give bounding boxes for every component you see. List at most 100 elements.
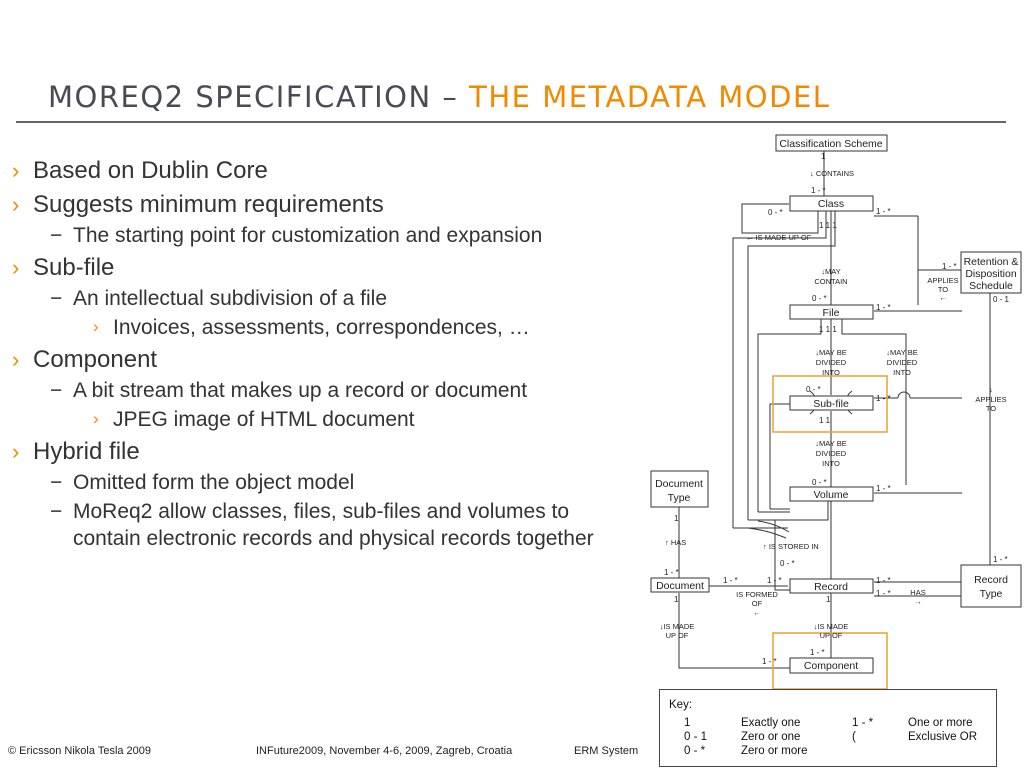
card-ret-left: 1 - * xyxy=(942,262,957,271)
box-labels: Classification Scheme Class File Sub-fil… xyxy=(655,138,1018,672)
bullet-sub-file: › Sub-file −An intellectual subdivision o… xyxy=(12,253,612,341)
sub-bullet-marker: − xyxy=(50,287,63,310)
sub-bullet-text: A bit stream that makes up a record or d… xyxy=(73,379,528,402)
sub-bullet-text: The starting point for customization and… xyxy=(73,224,543,247)
card-vol-top: 0 - * xyxy=(812,478,827,487)
sub-bullet-bit-stream: −A bit stream that makes up a record or … xyxy=(33,377,612,433)
sub-bullet-subdivision: −An intellectual subdivision of a file ›… xyxy=(33,285,612,341)
sub-sub-bullet-text: JPEG image of HTML document xyxy=(113,408,415,431)
card-sub-bottom: 1 1 xyxy=(819,416,831,425)
sub-bullet-text: Omitted form the object model xyxy=(73,471,355,494)
card-vol-right: 1 - * xyxy=(876,484,891,493)
sub-sub-bullet-invoices: ›Invoices, assessments, correspondences,… xyxy=(73,314,612,341)
card-comp-left: 1 - * xyxy=(762,657,777,666)
card-rec-right-b: 1 - * xyxy=(876,589,891,598)
rel-divided-1-l1: ↓MAY BE xyxy=(815,348,846,357)
sub-bullet-starting-point: −The starting point for customization an… xyxy=(33,222,612,249)
box-document-type-l2: Type xyxy=(668,492,691,504)
key-symbol-exactly-one: 1 xyxy=(684,717,691,729)
key-heading: Key: xyxy=(669,699,693,711)
bullet-text: Sub-file xyxy=(33,254,115,281)
rel-is-formed-of-l1: IS FORMED xyxy=(736,590,778,599)
card-rec-right-a: 1 - * xyxy=(876,576,891,585)
rel-made-up-rec-l2: UP OF xyxy=(820,631,843,640)
cardinality-labels: 1 1 - * 0 - * 1 - * 1 1 1 0 - * 1 - * 1 … xyxy=(664,152,1010,666)
footer-event: INFuture2009, November 4-6, 2009, Zagreb… xyxy=(256,745,513,757)
rel-applies-1-l1: APPLIES xyxy=(927,276,958,285)
rel-has-1: ↑ HAS xyxy=(665,538,686,547)
sub-bullet-marker: − xyxy=(50,471,63,494)
key-symbol-one-or-more: 1 - * xyxy=(852,717,874,729)
card-comp-top: 1 - * xyxy=(810,648,825,657)
card-file-right: 1 - * xyxy=(876,303,891,312)
bullet-text: Based on Dublin Core xyxy=(33,157,268,184)
card-class-left: 0 - * xyxy=(768,208,783,217)
title-main: MOREQ2 SPECIFICATION – xyxy=(48,80,470,114)
bullet-marker: › xyxy=(12,158,20,183)
footer-section: ERM System xyxy=(574,745,639,757)
key-symbol-zero-or-more: 0 - * xyxy=(684,745,706,757)
box-record-type-l1: Record xyxy=(974,574,1008,586)
box-component: Component xyxy=(804,660,858,672)
sub-sub-bullet-marker: › xyxy=(93,409,99,428)
diagram-boxes xyxy=(650,134,1022,674)
key-desc-zero-or-one: Zero or one xyxy=(741,731,801,743)
footer-copyright: © Ericsson Nikola Tesla 2009 xyxy=(8,745,152,757)
rel-may-contain-l2: CONTAIN xyxy=(814,277,847,286)
card-doc-bottom: 1 xyxy=(674,595,679,604)
box-volume: Volume xyxy=(813,489,848,501)
rel-is-formed-of-l3: ← xyxy=(753,608,761,617)
key-desc-exclusive-or: Exclusive OR xyxy=(908,731,978,743)
bullet-text: Suggests minimum requirements xyxy=(33,191,384,218)
sub-sub-bullet-text: Invoices, assessments, correspondences, … xyxy=(113,316,530,339)
sub-bullet-marker: − xyxy=(50,379,63,402)
key-desc-zero-or-more: Zero or more xyxy=(741,745,808,757)
connector-lines xyxy=(678,151,991,669)
sub-bullet-marker: − xyxy=(50,500,63,523)
sub-bullet-marker: − xyxy=(50,224,63,247)
box-sub-file: Sub-file xyxy=(813,398,849,410)
rel-made-up-doc-l2: UP OF xyxy=(666,631,689,640)
box-document-type-l1: Document xyxy=(655,478,703,490)
card-cs-1: 1 xyxy=(821,152,826,161)
rel-divided-2-l1: ↓MAY BE xyxy=(886,348,917,357)
rel-is-stored-in: ↑ IS STORED IN xyxy=(763,542,819,551)
card-doc-top: 1 - * xyxy=(664,568,679,577)
box-record: Record xyxy=(814,581,848,593)
sub-bullet-moreq2-allow: −MoReq2 allow classes, files, sub-files … xyxy=(33,498,612,552)
rel-has-2-l1: HAS xyxy=(910,588,925,597)
metadata-model-diagram: Classification Scheme Class File Sub-fil… xyxy=(650,134,1022,690)
box-retention-l3: Schedule xyxy=(969,280,1013,292)
bullet-list: ›Based on Dublin Core ›Suggests minimum … xyxy=(12,152,612,552)
box-file: File xyxy=(823,307,840,319)
rel-applies-2-l3: TO xyxy=(986,404,996,413)
bullet-minimum-requirements: ›Suggests minimum requirements −The star… xyxy=(12,190,612,249)
rel-applies-2-l2: APPLIES xyxy=(975,395,1006,404)
rel-is-formed-of-l2: OF xyxy=(752,599,763,608)
rel-has-2-l2: → xyxy=(914,597,922,606)
card-rec-top: 0 - * xyxy=(780,559,795,568)
card-ret-bottom: 0 - 1 xyxy=(993,295,1010,304)
diagram-key: Key: 1 Exactly one 1 - * One or more 0 -… xyxy=(659,689,997,767)
card-class-top: 1 - * xyxy=(811,186,826,195)
key-symbol-exclusive-or: ( xyxy=(852,731,856,743)
rel-divided-3-l2: DIVIDED xyxy=(816,449,847,458)
rel-is-made-up-of: ← IS MADE UP OF xyxy=(746,233,812,242)
title-accent: THE METADATA MODEL xyxy=(469,80,831,114)
bullet-dublin-core: › Based on Dublin Core xyxy=(12,156,612,186)
card-file-bottom: 1 1 1 xyxy=(819,325,837,334)
rel-may-contain-l1: ↓MAY xyxy=(821,267,840,276)
rel-applies-1-l3: ← xyxy=(939,293,947,302)
rel-divided-2-l2: DIVIDED xyxy=(887,358,918,367)
bullet-text: Component xyxy=(33,346,158,373)
card-doc-right: 1 - * xyxy=(723,576,738,585)
bullet-marker: › xyxy=(12,255,20,280)
key-desc-one-or-more: One or more xyxy=(908,717,973,729)
box-retention-l1: Retention & xyxy=(964,256,1019,268)
bullet-hybrid-file: ›Hybrid file −Omitted form the object mo… xyxy=(12,437,612,552)
box-record-type-l2: Type xyxy=(980,588,1003,600)
box-document: Document xyxy=(656,580,704,592)
card-class-bottom: 1 1 1 xyxy=(819,221,837,230)
bullet-marker: › xyxy=(12,439,20,464)
rel-applies-1-l2: TO xyxy=(938,285,948,294)
